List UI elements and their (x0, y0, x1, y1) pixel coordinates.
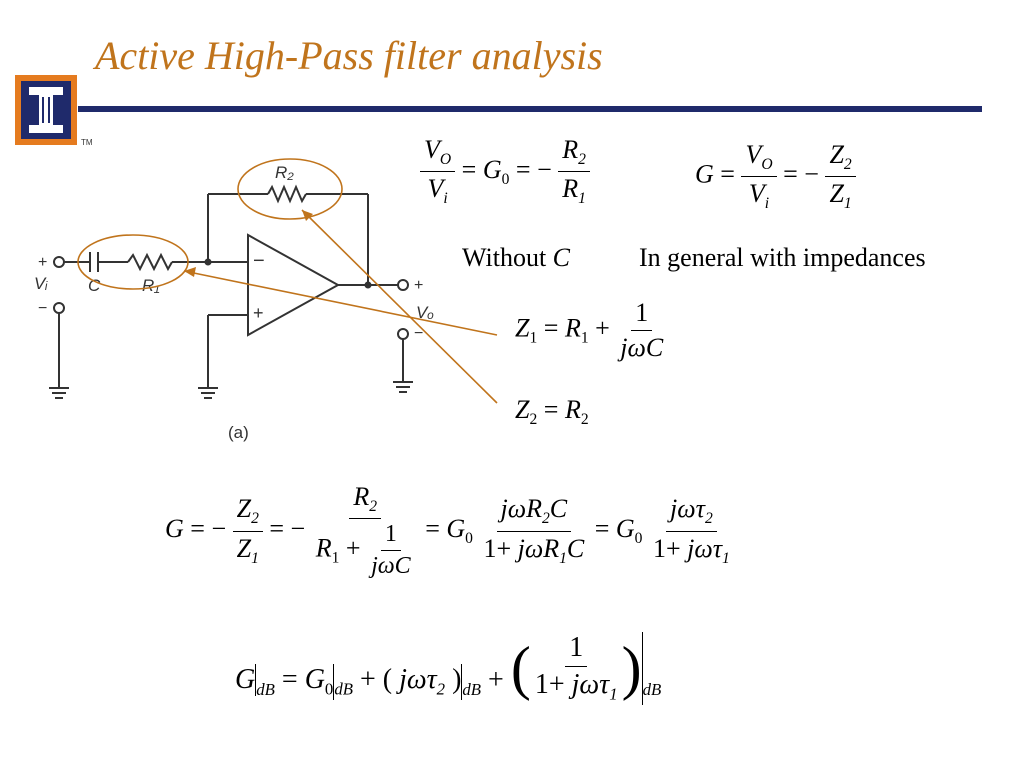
slide-title: Active High-Pass filter analysis (95, 33, 603, 78)
label-minus-in: − (38, 300, 47, 317)
label-r1: R₁ (142, 276, 160, 295)
label-minus-out: − (414, 325, 423, 342)
label-r2: R₂ (275, 163, 294, 182)
caption-without-c: Without C (462, 243, 571, 272)
header-rule (78, 106, 982, 112)
trademark-label: TM (81, 138, 93, 147)
label-c: C (88, 276, 101, 295)
label-plus-in: + (38, 254, 47, 271)
opamp-minus: − (253, 250, 265, 272)
opamp-plus: + (253, 303, 264, 323)
caption-general: In general with impedances (639, 243, 926, 272)
label-a: (a) (228, 423, 249, 442)
illinois-logo-icon (15, 75, 77, 145)
label-plus-out: + (414, 277, 423, 294)
label-vi: Vᵢ (34, 274, 48, 293)
label-vo: Vₒ (416, 303, 434, 322)
equation-z2: Z2 = R2 (515, 395, 589, 429)
